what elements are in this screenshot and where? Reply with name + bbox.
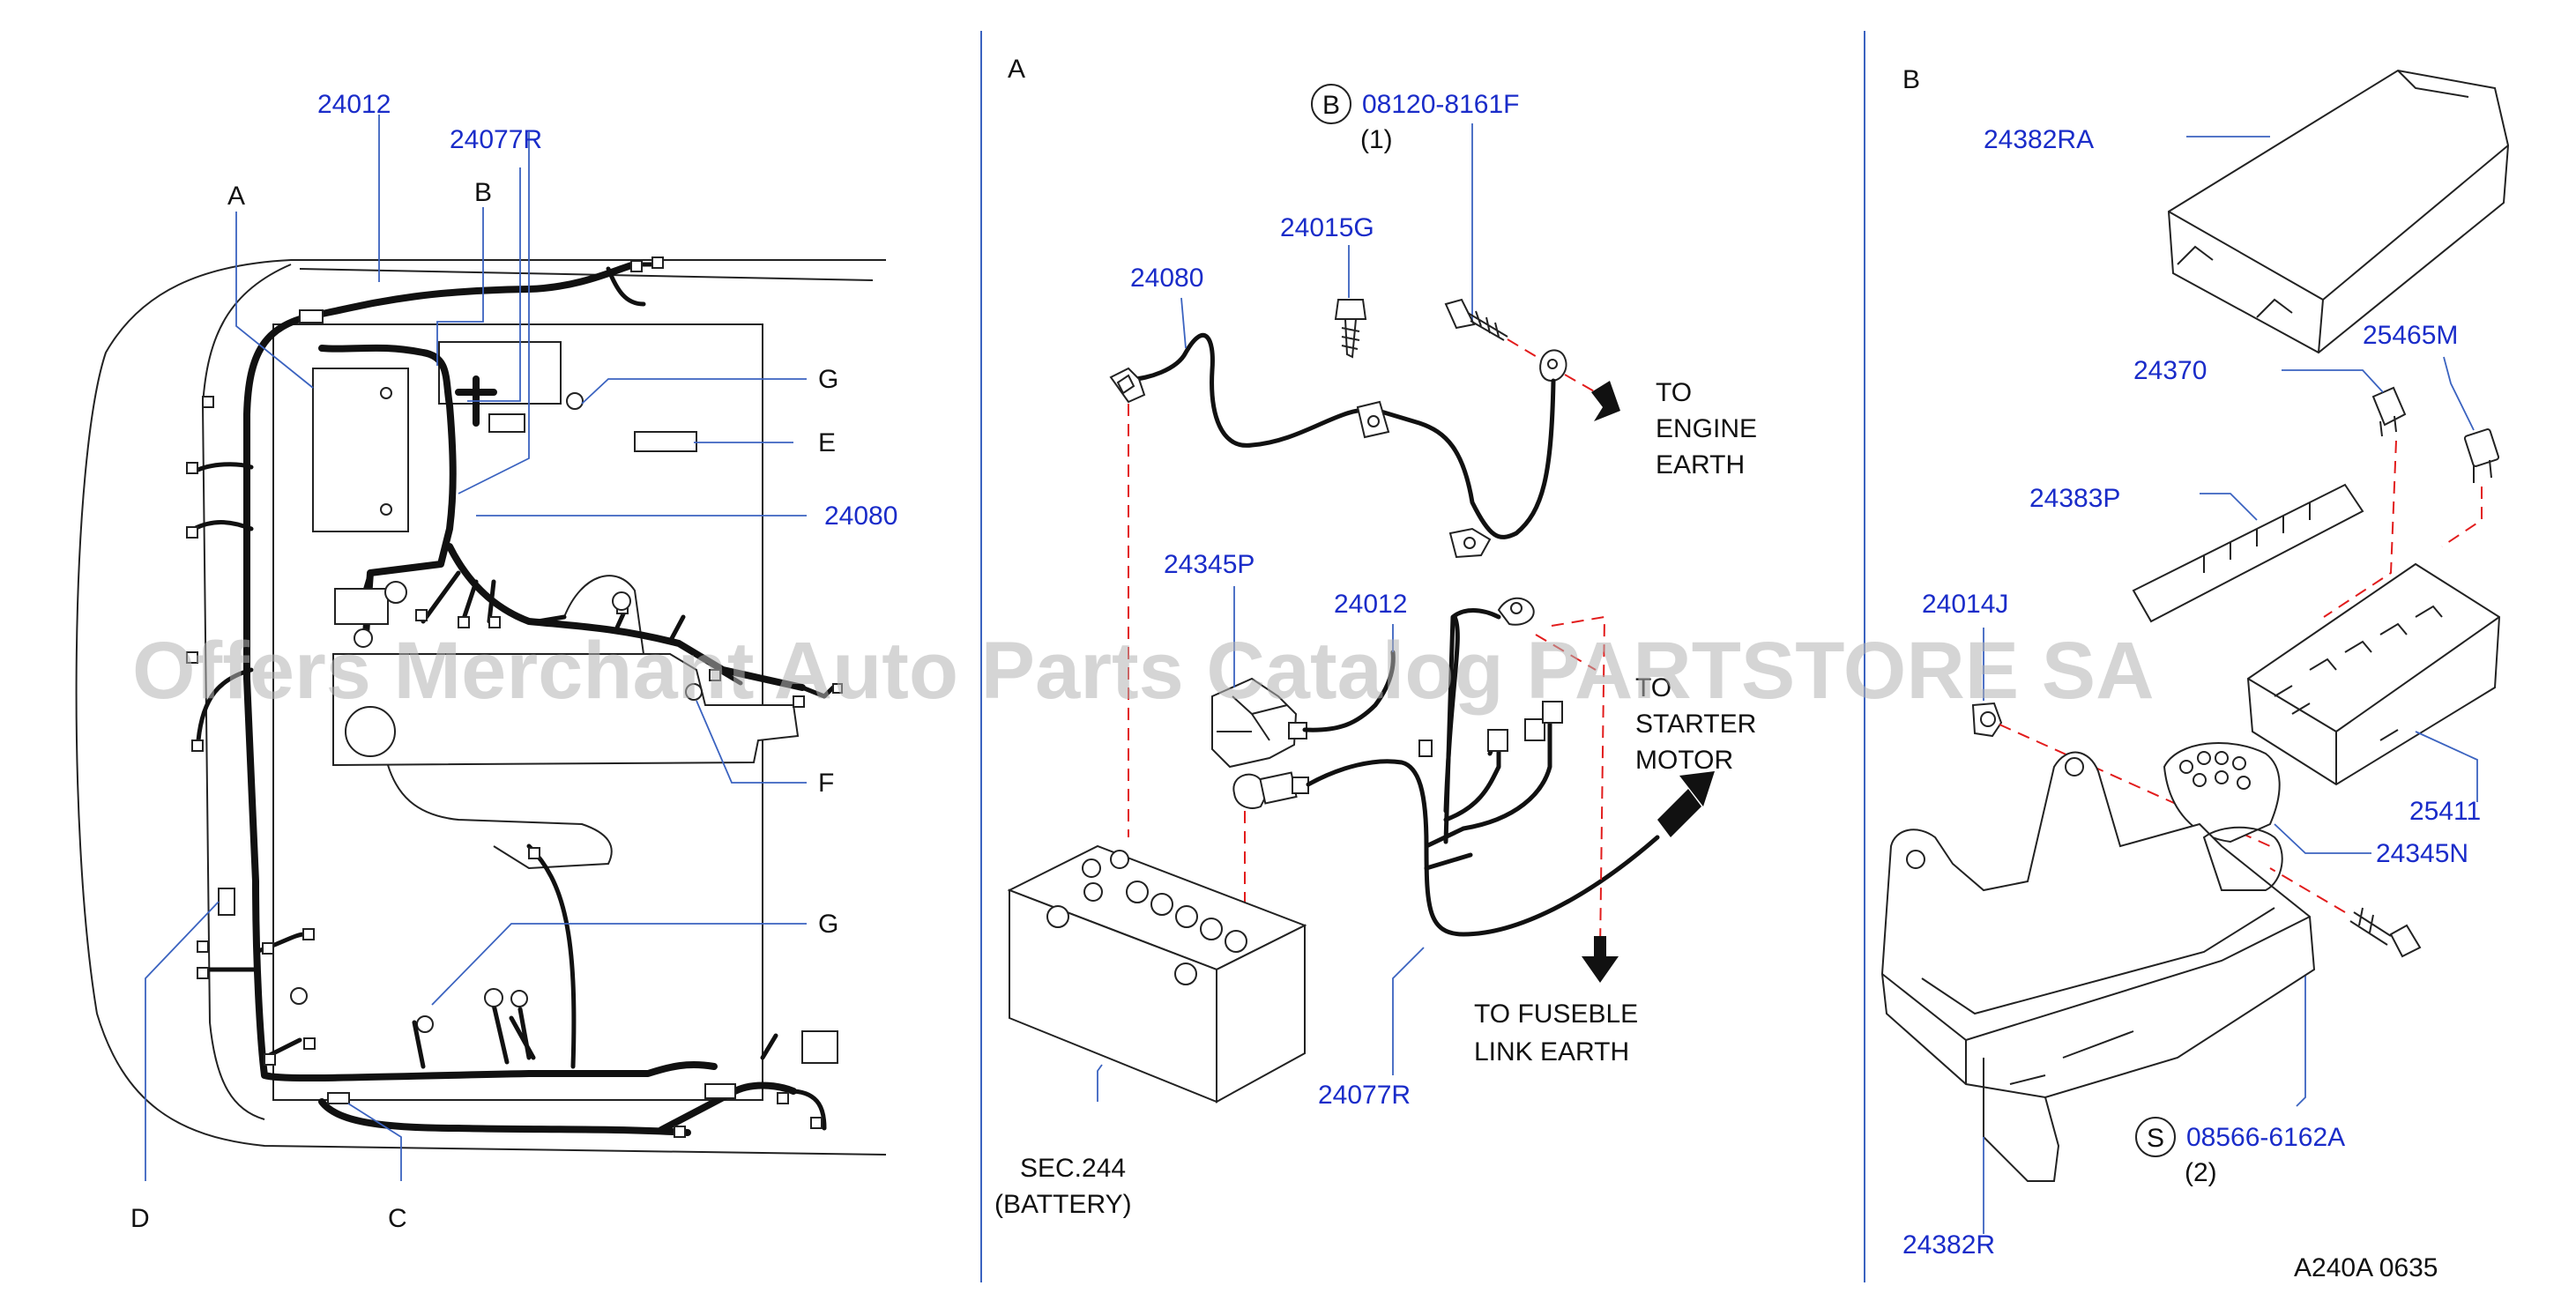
battery-line2: (BATTERY) bbox=[994, 1190, 1132, 1219]
cable-24080 bbox=[1130, 332, 1556, 539]
label-24382r: 24382R bbox=[1902, 1230, 1995, 1260]
to-engine-line2: ENGINE bbox=[1656, 414, 1757, 443]
label-24345p: 24345P bbox=[1164, 550, 1254, 579]
clip-24014j bbox=[1971, 702, 2003, 738]
to-starter-line1: TO bbox=[1635, 673, 1671, 702]
label-24370: 24370 bbox=[2133, 356, 2207, 385]
fuse-25465m bbox=[2463, 428, 2500, 483]
letter-a: A bbox=[227, 182, 245, 211]
cable-24077r bbox=[1306, 759, 1660, 937]
battery-outline bbox=[312, 368, 409, 532]
qty-1: (1) bbox=[1360, 125, 1393, 154]
label-24345n: 24345N bbox=[2376, 839, 2468, 868]
arrow-starter-motor bbox=[1679, 771, 1715, 806]
to-fuse-line1: TO FUSEBLE bbox=[1474, 1000, 1638, 1029]
screw-08566 bbox=[2349, 907, 2422, 958]
watermark-text: Offers Merchant Auto Parts Catalog PARTS… bbox=[132, 626, 2155, 716]
fuse-box-outline bbox=[438, 341, 562, 405]
fuse-box-tray-24382r bbox=[1880, 751, 2316, 1182]
circle-s-letter: S bbox=[2147, 1124, 2164, 1153]
letter-d: D bbox=[130, 1204, 150, 1233]
letter-g-top: G bbox=[818, 365, 838, 394]
battery-line1: SEC.244 bbox=[1020, 1154, 1126, 1183]
circle-b-letter: B bbox=[1322, 91, 1340, 120]
to-engine-line3: EARTH bbox=[1656, 450, 1745, 479]
label-24014j: 24014J bbox=[1922, 590, 2008, 619]
label-24012-a: 24012 bbox=[1334, 590, 1407, 619]
letter-e: E bbox=[818, 428, 836, 457]
to-starter-line3: MOTOR bbox=[1635, 746, 1733, 775]
circle-b bbox=[1311, 84, 1351, 124]
panel-a-battery-cables: A B 08120-8161F (1) 24015G TO ENGINE EAR… bbox=[994, 55, 1757, 1219]
label-25411: 25411 bbox=[2409, 797, 2481, 826]
engine-bay-harness-view: 24012 24077R 24080 A B G E F G D C bbox=[75, 90, 897, 1233]
letter-f: F bbox=[818, 769, 834, 798]
to-engine-line1: TO bbox=[1656, 378, 1692, 407]
arrow-fuse-link bbox=[1582, 936, 1619, 983]
bolt-08120 bbox=[1444, 298, 1508, 341]
fuse-strip-24383p bbox=[2132, 483, 2364, 623]
to-fuse-line2: LINK EARTH bbox=[1474, 1037, 1629, 1066]
panel-a-title: A bbox=[1008, 55, 1025, 84]
engine-block bbox=[332, 653, 800, 767]
label-24077r: 24077R bbox=[450, 125, 542, 154]
label-25465m: 25465M bbox=[2363, 321, 2458, 350]
label-24015g: 24015G bbox=[1280, 213, 1374, 242]
harness-center bbox=[318, 344, 457, 638]
panel-b-fuse-box: B 24382RA 24370 25465M 24383P bbox=[1880, 65, 2510, 1282]
label-24077r-a: 24077R bbox=[1318, 1081, 1411, 1110]
label-08120-8161f: 08120-8161F bbox=[1362, 90, 1519, 119]
panel-b-title: B bbox=[1902, 65, 1920, 94]
bolt-24015g bbox=[1334, 299, 1367, 359]
harness-24012-a bbox=[1302, 650, 1396, 732]
vehicle-body-outline bbox=[75, 259, 887, 1156]
diagram-code: A240A 0635 bbox=[2294, 1253, 2438, 1282]
circle-s bbox=[2135, 1117, 2176, 1157]
label-24080: 24080 bbox=[824, 502, 897, 531]
letter-c: C bbox=[388, 1204, 407, 1233]
terminal-cover-24345p bbox=[1211, 677, 1307, 769]
connector-cover-24345n bbox=[2163, 742, 2281, 844]
label-24080-a: 24080 bbox=[1130, 264, 1203, 293]
battery bbox=[1007, 844, 1307, 1104]
label-24383p: 24383P bbox=[2029, 484, 2120, 513]
label-24382ra: 24382RA bbox=[1984, 125, 2094, 154]
letter-g-bottom: G bbox=[818, 910, 838, 939]
arrow-engine-earth bbox=[1591, 381, 1620, 421]
letter-b: B bbox=[474, 178, 492, 207]
relay-24370 bbox=[2371, 386, 2407, 437]
qty-2: (2) bbox=[2185, 1158, 2217, 1187]
positive-terminal bbox=[1232, 771, 1309, 809]
to-starter-line2: STARTER bbox=[1635, 710, 1756, 739]
label-08566-6162a: 08566-6162A bbox=[2186, 1123, 2345, 1152]
component-e bbox=[634, 431, 697, 452]
label-24012: 24012 bbox=[317, 90, 391, 119]
fuse-box-cover bbox=[2167, 69, 2510, 354]
fuse-block-25411 bbox=[2246, 562, 2501, 786]
harness-left-main bbox=[243, 312, 718, 1082]
